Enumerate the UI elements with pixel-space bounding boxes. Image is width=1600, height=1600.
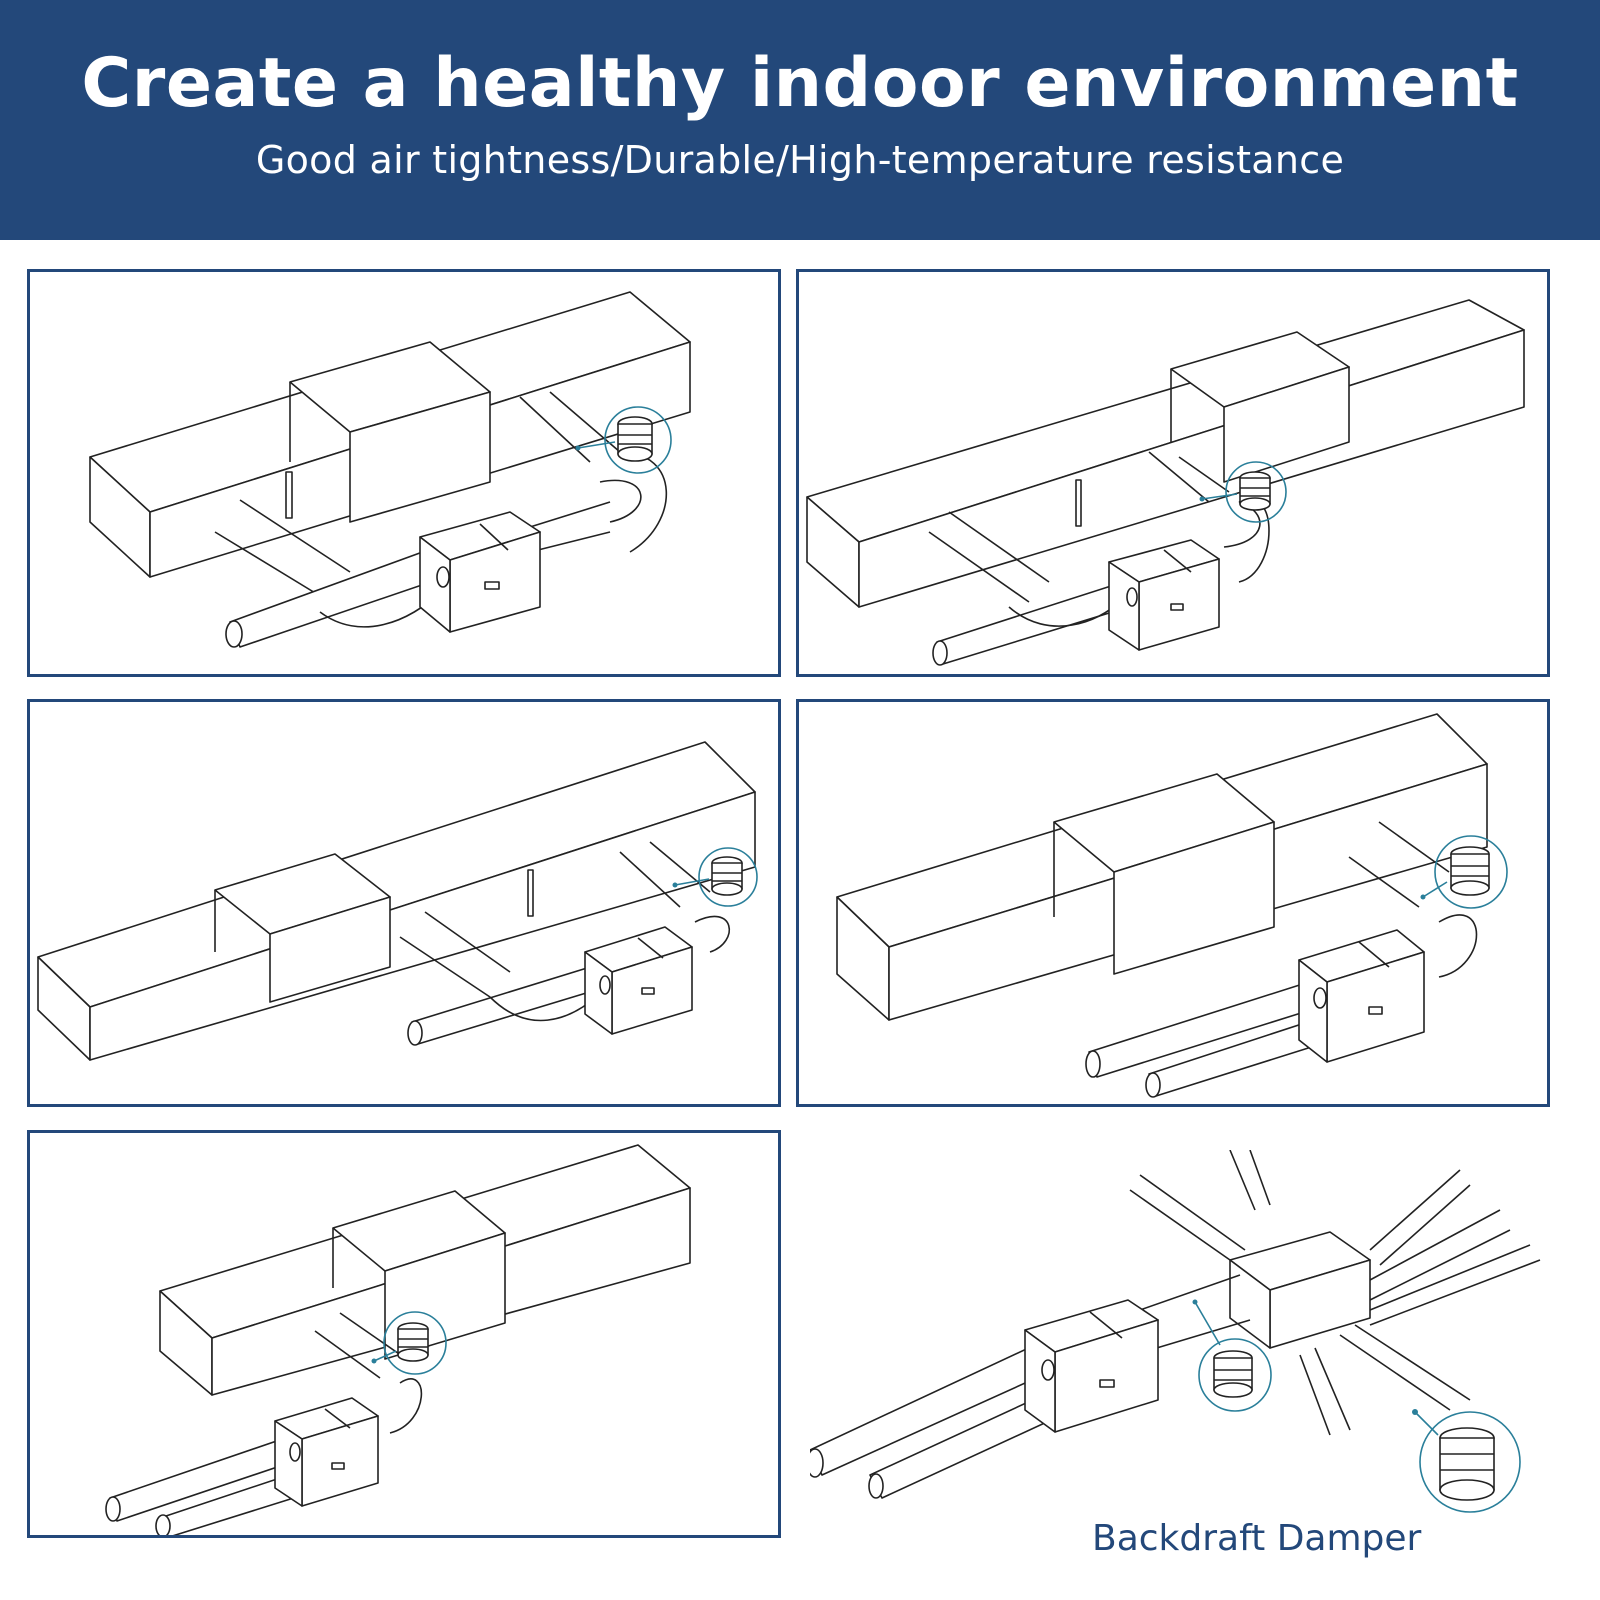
pipe-icon bbox=[399, 841, 731, 1046]
installation-panel-3 bbox=[27, 699, 781, 1107]
page-title: Create a healthy indoor environment bbox=[81, 44, 1519, 123]
ventilation-unit-icon bbox=[274, 1397, 379, 1507]
damper-icon bbox=[371, 1311, 447, 1375]
duct-icon bbox=[836, 713, 1488, 1021]
ventilation-unit-icon bbox=[1298, 929, 1425, 1063]
installation-diagram bbox=[806, 299, 1525, 666]
installation-panel-1 bbox=[27, 269, 781, 677]
installation-panel-4 bbox=[796, 699, 1550, 1107]
damper-icon bbox=[575, 406, 672, 474]
installation-diagram bbox=[836, 713, 1508, 1098]
installation-diagram bbox=[89, 291, 691, 648]
installation-diagram bbox=[810, 1150, 1541, 1513]
pipe-icon bbox=[810, 1150, 1541, 1499]
page-subtitle: Good air tightness/Durable/High-temperat… bbox=[255, 138, 1345, 182]
duct-icon bbox=[806, 299, 1525, 608]
ventilation-unit-icon bbox=[1108, 539, 1220, 651]
damper-icon bbox=[672, 847, 758, 907]
backdraft-damper-label: Backdraft Damper bbox=[1092, 1518, 1422, 1559]
duct-icon bbox=[37, 741, 756, 1061]
pipe-icon bbox=[214, 391, 668, 648]
installation-panel-6 bbox=[810, 1150, 1570, 1570]
installation-panel-2 bbox=[796, 269, 1550, 677]
ventilation-unit-icon bbox=[419, 511, 541, 633]
damper-icon bbox=[1199, 461, 1287, 523]
ventilation-unit-icon bbox=[1024, 1299, 1159, 1433]
installation-diagram bbox=[105, 1144, 691, 1535]
ventilation-unit-icon bbox=[584, 926, 693, 1035]
header-banner: Create a healthy indoor environment Good… bbox=[0, 0, 1600, 240]
distribution-box-icon bbox=[1229, 1231, 1371, 1349]
damper-icon bbox=[1192, 1299, 1272, 1412]
damper-icon bbox=[1420, 835, 1508, 909]
installation-diagram bbox=[37, 741, 758, 1061]
damper-icon bbox=[1412, 1409, 1521, 1513]
duct-icon bbox=[89, 291, 691, 578]
pipe-icon bbox=[1085, 821, 1478, 1098]
installation-panel-5 bbox=[27, 1130, 781, 1538]
